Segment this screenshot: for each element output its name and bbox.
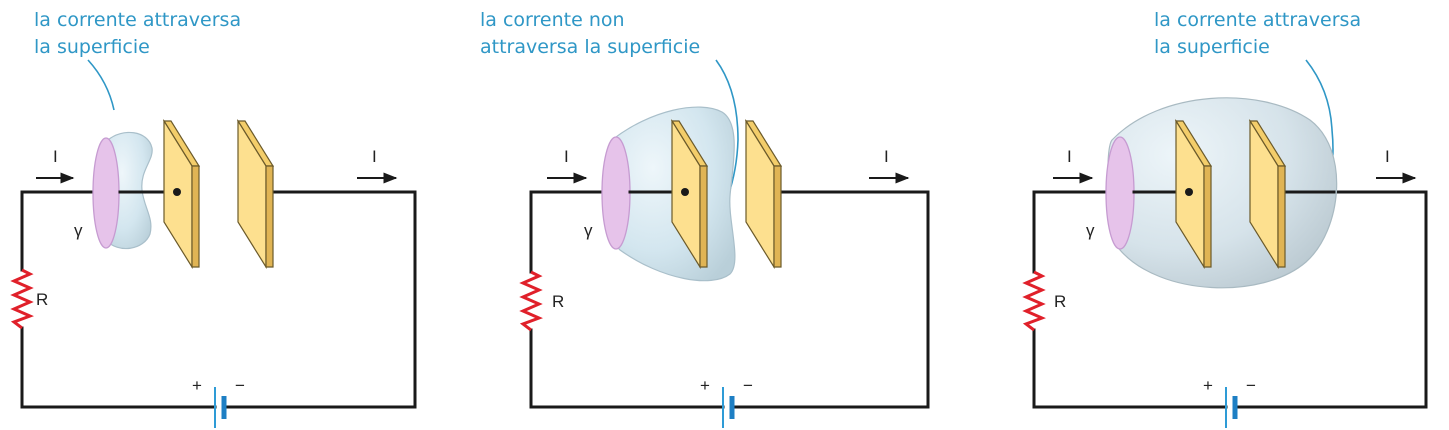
panel-2-battery-plus: + — [700, 376, 710, 395]
panel-1-plate-left-side — [191, 165, 200, 268]
panel-3-gamma-label: γ — [1086, 221, 1095, 240]
panel-2-resistor-label: R — [552, 292, 564, 311]
panel-3-plate-left-contact — [1185, 188, 1193, 196]
panel-1-plate-left-contact — [173, 188, 181, 196]
panel-2-caption-line1: la corrente non — [480, 9, 625, 31]
panel-2-gamma-disc — [601, 136, 631, 250]
panel-1-gamma-label: γ — [74, 221, 83, 240]
panel-3-caption-line2: la superficie — [1154, 36, 1270, 58]
panel-2-plate-left-side — [699, 165, 708, 268]
panel-3-resistor-symbol — [1022, 270, 1046, 332]
panel-1-battery-plus: + — [192, 376, 202, 395]
panel-1-gamma-disc — [92, 137, 120, 249]
panel-2: la corrente non attraversa la superficie… — [480, 9, 930, 428]
panel-3-resistor-label: R — [1054, 292, 1066, 311]
panel-3-wire-bottom-left — [1032, 328, 1228, 409]
panel-3-battery-plus: + — [1203, 376, 1213, 395]
panel-2-wire-bottom-left — [529, 328, 725, 409]
panel-1-caption-leader — [87, 59, 115, 111]
panel-2-current-label-right: I — [884, 147, 889, 166]
panel-2-battery-minus: − — [743, 376, 753, 395]
panel-3-gamma-disc — [1105, 136, 1135, 250]
panel-2-caption-line2: attraversa la superficie — [480, 36, 700, 58]
panel-1-plate-right — [237, 118, 267, 270]
panel-1: la corrente attraversa la superficie R +… — [10, 9, 417, 428]
panel-3-current-label-right: I — [1385, 147, 1390, 166]
panel-1-caption-line2: la superficie — [34, 36, 150, 58]
panel-1-caption-line1: la corrente attraversa — [34, 9, 241, 31]
panel-3: la corrente attraversa la superficie R +… — [1022, 9, 1428, 428]
panel-2-plate-right — [745, 118, 775, 270]
panel-2-plate-left-contact — [681, 188, 689, 196]
panel-1-wire-bottom-left — [20, 326, 217, 409]
panel-1-wire-right — [223, 190, 417, 409]
panel-3-battery-minus: − — [1246, 376, 1256, 395]
panel-1-current-label-right: I — [372, 147, 377, 166]
panel-3-caption-line1: la corrente attraversa — [1154, 9, 1361, 31]
panel-1-resistor-label: R — [36, 290, 48, 309]
panel-3-current-label-left: I — [1067, 147, 1072, 166]
panel-1-plate-right-side — [265, 165, 274, 268]
panel-2-wire-right — [731, 190, 930, 409]
panel-2-gamma-label: γ — [584, 221, 593, 240]
panel-3-wire-right — [1234, 190, 1428, 409]
panel-1-resistor-symbol — [10, 268, 34, 330]
panel-2-caption-leader — [715, 59, 739, 197]
panel-1-current-label-left: I — [53, 147, 58, 166]
panel-2-current-label-left: I — [564, 147, 569, 166]
panel-2-plate-right-side — [773, 165, 782, 268]
panel-1-battery-minus: − — [235, 376, 245, 395]
panel-2-resistor-symbol — [519, 270, 543, 332]
panel-3-plate-right-side — [1277, 165, 1286, 268]
panel-3-plate-left-side — [1203, 165, 1212, 268]
